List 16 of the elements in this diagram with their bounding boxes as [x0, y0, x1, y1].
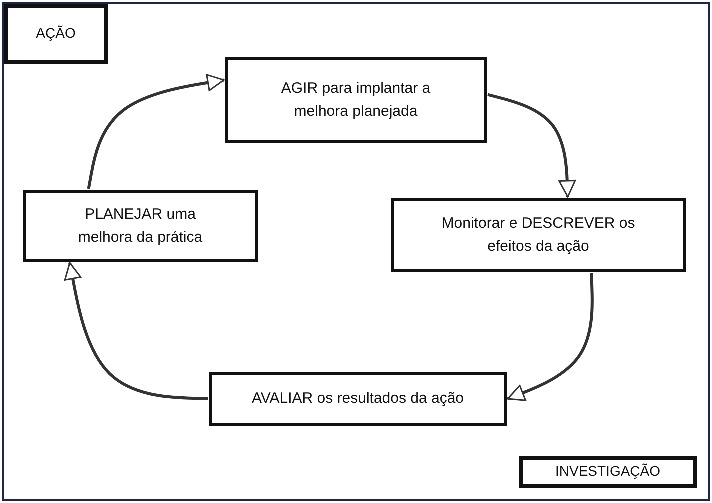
curved-arrow — [488, 93, 576, 198]
curved-arrow — [64, 262, 208, 400]
curved-arrow — [87, 74, 225, 190]
box-label: PLANEJAR uma melhora da prática — [77, 204, 204, 248]
box-label: AGIR para implantar a melhora planejada — [280, 78, 432, 122]
text-box — [225, 57, 487, 143]
text-box — [4, 4, 108, 64]
text-box — [391, 198, 686, 272]
text-box — [209, 372, 507, 426]
box-label: INVESTIGAÇÃO — [555, 462, 661, 482]
text-box — [23, 190, 258, 262]
box-label: AVALIAR os resultados da ação — [252, 389, 464, 410]
text-box — [519, 456, 697, 488]
box-label: AÇÃO — [36, 24, 76, 44]
box-label: Monitorar e DESCREVER os efeitos da ação — [440, 214, 636, 257]
curved-arrow — [507, 272, 594, 402]
